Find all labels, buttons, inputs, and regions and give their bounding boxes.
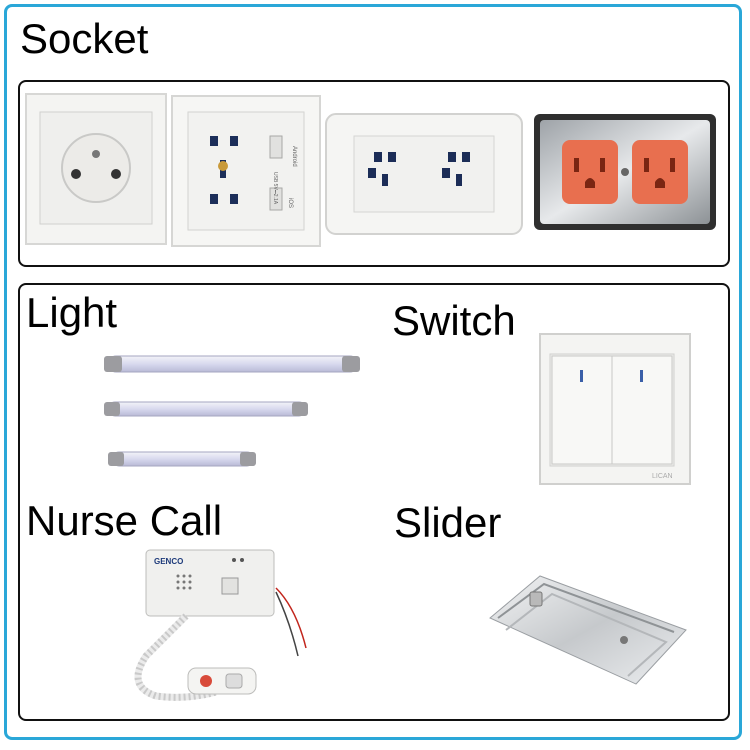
- tube-lights-image: [104, 355, 360, 467]
- light-heading: Light: [26, 289, 118, 336]
- nurse-call-device-image: GENCO: [134, 549, 307, 701]
- socket-panel: [18, 80, 730, 267]
- tube-light-short: [108, 451, 256, 467]
- products-panel: [18, 283, 730, 721]
- android-label: Android: [291, 146, 297, 167]
- double-socket-image: [325, 113, 523, 235]
- aluminium-slider-image: [489, 575, 687, 685]
- nurse-call-brand-label: GENCO: [154, 557, 183, 566]
- us-duplex-outlet-image: [534, 114, 716, 230]
- usb-universal-socket-image: Android USB 5V⎓2.1A iOS: [171, 95, 321, 247]
- switch-heading: Switch: [392, 297, 516, 344]
- tube-light-long: [104, 355, 360, 373]
- ios-label: iOS: [287, 198, 293, 208]
- tube-light-medium: [104, 401, 308, 417]
- slider-heading: Slider: [394, 499, 502, 546]
- double-switch-image: LICAN: [539, 333, 691, 485]
- usb-rating-label: USB 5V⎓2.1A: [272, 172, 278, 205]
- switch-brand-label: LICAN: [652, 473, 673, 480]
- outer-frame: [4, 4, 742, 740]
- nurse-call-heading: Nurse Call: [26, 497, 223, 544]
- socket-heading: Socket: [20, 15, 149, 62]
- french-socket-image: [25, 93, 167, 245]
